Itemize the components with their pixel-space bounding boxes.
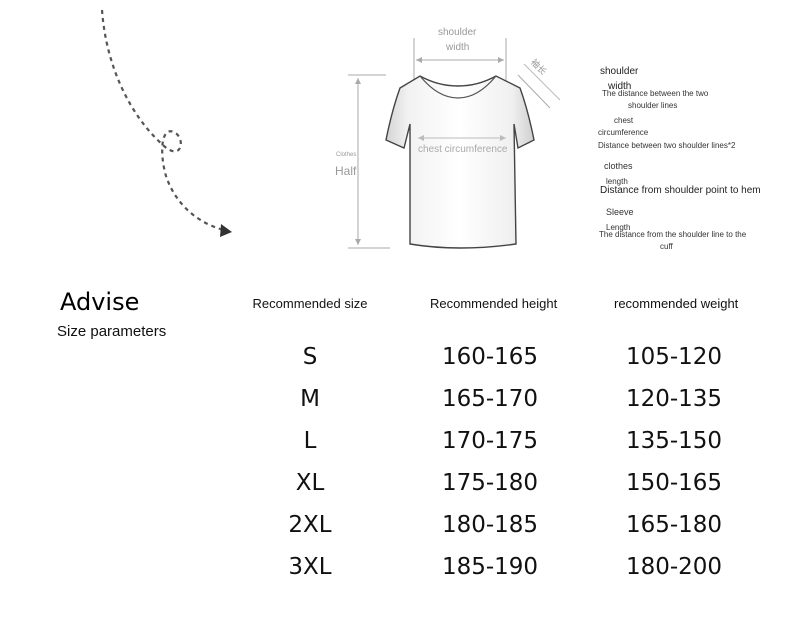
size-cell: 2XL [288, 512, 332, 538]
weight-cell: 165-180 [625, 512, 723, 538]
tshirt-diagram: shoulder width 袖长 chest circumference Cl… [328, 20, 568, 264]
chest-circumference-label: chest circumference [418, 144, 508, 155]
legend-shoulder-desc-2: shoulder lines [628, 101, 678, 110]
legend-chest-desc: Distance between two shoulder lines*2 [598, 141, 736, 150]
size-parameters-subtitle: Size parameters [57, 323, 167, 340]
table-row: 3XL 185-190 180-200 [240, 554, 760, 590]
size-cell: L [303, 428, 317, 454]
height-cell: 165-170 [441, 386, 539, 412]
clothes-label: Clothes [336, 152, 357, 158]
shoulder-width-label: shoulder [438, 27, 477, 38]
height-cell: 170-175 [441, 428, 539, 454]
legend-shoulder-desc: The distance between the two [602, 89, 709, 98]
header-recommended-weight: recommended weight [614, 296, 739, 311]
measurement-legend: shoulder width The distance between the … [594, 60, 784, 260]
legend-clothes-desc: Distance from shoulder point to hem [600, 185, 761, 196]
advise-title: Advise [60, 288, 140, 316]
legend-clothes-title-2: length [606, 177, 628, 186]
legend-shoulder-title: shoulder [600, 66, 639, 77]
dashed-curved-arrow-icon [100, 9, 232, 237]
legend-shoulder-title-2: width [608, 81, 632, 92]
table-row: S 160-165 105-120 [240, 344, 760, 380]
weight-cell: 135-150 [625, 428, 723, 454]
legend-sleeve-desc-2: cuff [660, 242, 673, 251]
header-recommended-size: Recommended size [252, 296, 368, 311]
weight-cell: 180-200 [625, 554, 723, 580]
size-cell: S [302, 344, 318, 370]
height-cell: 175-180 [441, 470, 539, 496]
height-cell: 160-165 [441, 344, 539, 370]
legend-sleeve-desc: The distance from the shoulder line to t… [599, 230, 747, 239]
table-row: 2XL 180-185 165-180 [240, 512, 760, 548]
legend-sleeve-title: Sleeve [606, 207, 634, 217]
size-cell: M [300, 386, 320, 412]
legend-chest-title-2: circumference [598, 128, 649, 137]
height-cell: 180-185 [441, 512, 539, 538]
legend-clothes-title: clothes [604, 161, 633, 171]
table-row: M 165-170 120-135 [240, 386, 760, 422]
half-label: Half [335, 164, 357, 178]
weight-cell: 120-135 [625, 386, 723, 412]
legend-chest-title: chest [614, 116, 634, 125]
height-cell: 185-190 [441, 554, 539, 580]
table-row: XL 175-180 150-165 [240, 470, 760, 506]
header-recommended-height: Recommended height [430, 296, 558, 311]
weight-cell: 150-165 [625, 470, 723, 496]
weight-cell: 105-120 [625, 344, 723, 370]
size-cell: 3XL [288, 554, 332, 580]
shoulder-width-label-2: width [446, 42, 470, 53]
size-cell: XL [295, 470, 325, 496]
tshirt-icon [348, 38, 561, 249]
table-row: L 170-175 135-150 [240, 428, 760, 464]
legend-sleeve-title-2: Length [606, 223, 631, 232]
